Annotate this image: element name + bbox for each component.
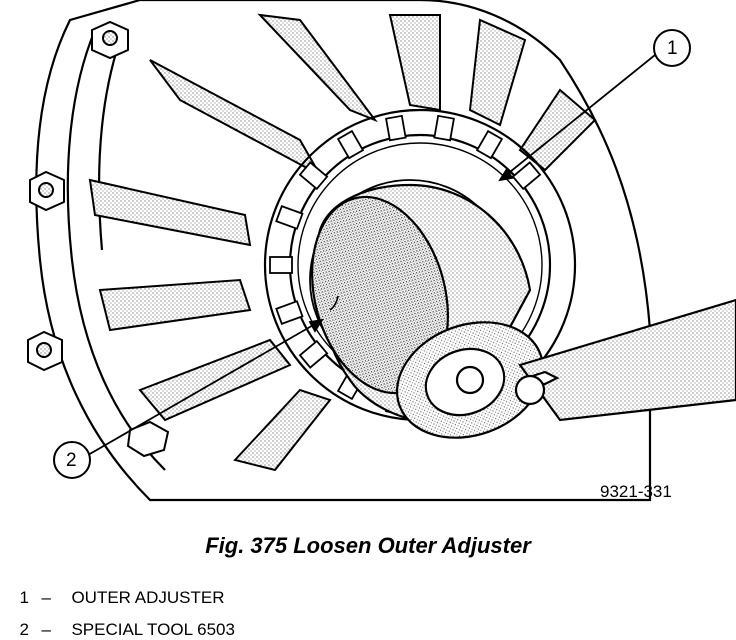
transmission-illustration: [27, 0, 736, 502]
drum-spokes: [88, 13, 597, 472]
legend-item: 1– OUTER ADJUSTER: [10, 568, 224, 608]
figure-caption: Fig. 375 Loosen Outer Adjuster: [205, 533, 531, 558]
callout-number-2: 2: [66, 450, 77, 471]
legend-dash: –: [41, 620, 51, 639]
callout-circles: [53, 29, 691, 479]
legend-number: 2: [19, 620, 29, 639]
figure-id-label: 9321-331: [600, 482, 672, 501]
leader-lines: [87, 54, 656, 456]
legend-text: SPECIAL TOOL 6503: [71, 620, 235, 639]
legend-number: 1: [19, 588, 29, 607]
legend-item: 2– SPECIAL TOOL 6503: [10, 600, 235, 640]
housing-bolts: [27, 20, 170, 458]
legend-dash: –: [41, 588, 51, 607]
callout-number-1: 1: [667, 38, 678, 59]
legend-text: OUTER ADJUSTER: [71, 588, 225, 607]
callout-circle-2: [53, 441, 91, 479]
special-tool-handle: [395, 298, 736, 439]
callout-circle-1: [653, 29, 691, 67]
